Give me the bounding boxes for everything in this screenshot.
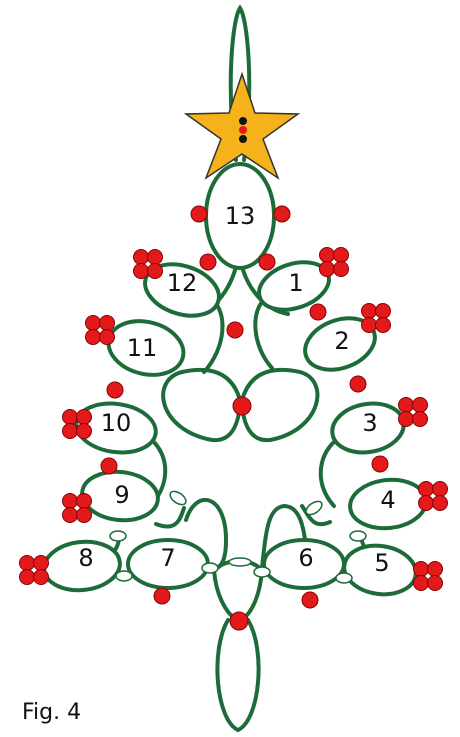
bead <box>259 254 275 270</box>
ring-9-number: 9 <box>114 481 129 509</box>
bead <box>200 254 216 270</box>
picot <box>336 573 352 583</box>
picot <box>350 531 366 541</box>
chain-3-4 <box>321 440 336 506</box>
ring-3-number: 3 <box>362 409 377 437</box>
ring-7-number: 7 <box>160 544 175 572</box>
ring-1-number: 1 <box>288 269 303 297</box>
bead-cluster <box>399 398 428 427</box>
bead <box>310 304 326 320</box>
star-bead <box>239 117 247 125</box>
bead-cluster <box>134 250 163 279</box>
bead <box>274 206 290 222</box>
picot <box>254 567 270 577</box>
bead <box>230 612 248 630</box>
ring-6-number: 6 <box>298 544 313 572</box>
ring-5-number: 5 <box>374 549 389 577</box>
bead <box>101 458 117 474</box>
ring-10-number: 10 <box>101 409 132 437</box>
picot <box>202 563 218 573</box>
bead <box>302 592 318 608</box>
bead-cluster <box>419 482 448 511</box>
ring-13-number: 13 <box>225 202 256 230</box>
trunk-loop <box>217 620 258 730</box>
bead-cluster <box>86 316 115 345</box>
bead-cluster <box>63 494 92 523</box>
ring-4-number: 4 <box>380 486 395 514</box>
ring-2-number: 2 <box>334 327 349 355</box>
picot <box>229 558 251 566</box>
bead <box>350 376 366 392</box>
trunk-left-leg <box>214 570 236 620</box>
trunk-right-leg <box>242 570 262 620</box>
figure-label: Fig. 4 <box>22 700 81 725</box>
bead-cluster <box>20 556 49 585</box>
star-bead <box>239 126 247 134</box>
star-bead <box>239 135 247 143</box>
ring-11-number: 11 <box>127 334 158 362</box>
chain-left-low <box>156 508 184 527</box>
picot <box>168 489 188 508</box>
bead <box>233 397 251 415</box>
bead-cluster <box>320 248 349 277</box>
picot <box>116 571 132 581</box>
center-arch-right <box>242 370 317 440</box>
center-arch-left <box>163 370 240 440</box>
picot <box>110 531 126 541</box>
ring-12-number: 12 <box>167 269 198 297</box>
bead <box>372 456 388 472</box>
bead <box>227 322 243 338</box>
bead <box>191 206 207 222</box>
bead <box>154 588 170 604</box>
bead-cluster <box>414 562 443 591</box>
bead-cluster <box>362 304 391 333</box>
bead <box>107 382 123 398</box>
ring-8-number: 8 <box>78 544 93 572</box>
